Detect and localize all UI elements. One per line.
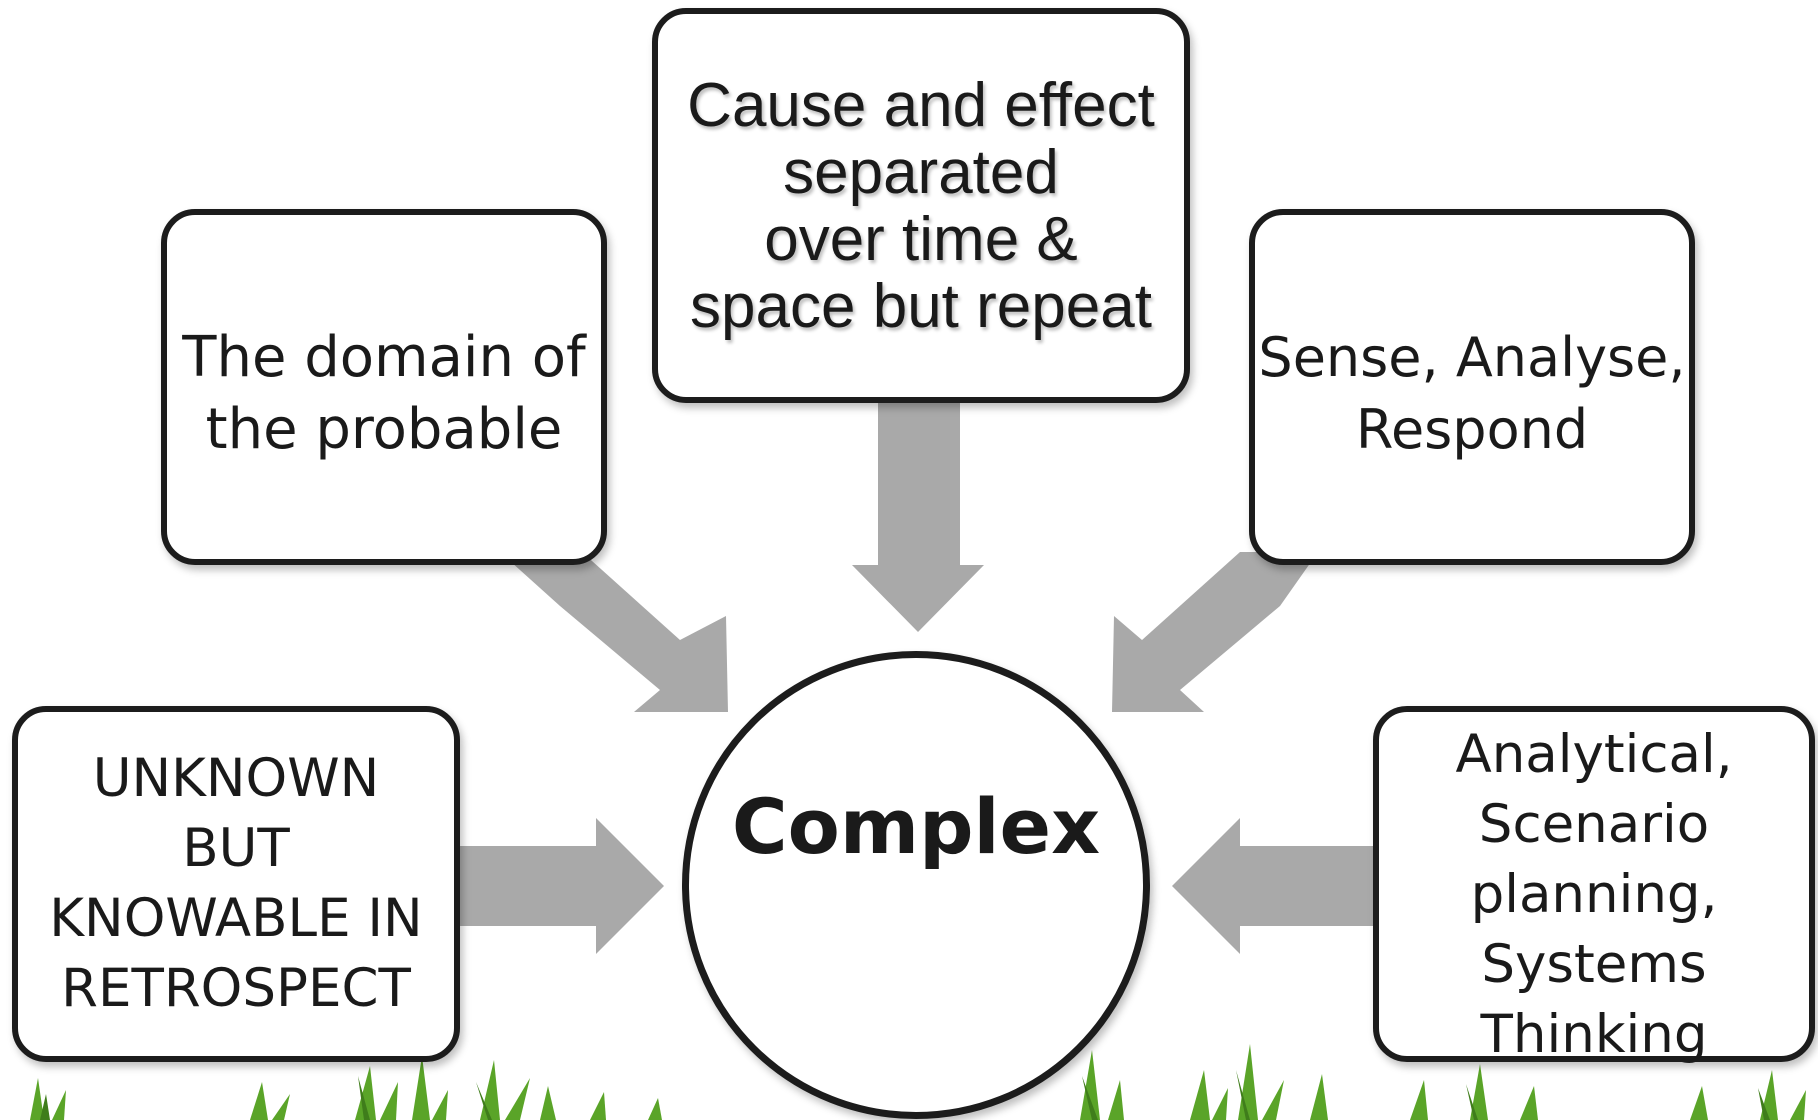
arrow-right-bottom (1172, 818, 1380, 954)
box-left-top-line: The domain of (182, 325, 586, 390)
box-left-bottom-line: KNOWABLE IN (49, 888, 423, 949)
center-label: Complex (731, 781, 1101, 871)
box-domain-of-probable: The domain of the probable (161, 209, 607, 565)
arrow-top (852, 400, 984, 632)
box-right-bottom-line: Scenario (1478, 794, 1710, 855)
box-top-line: space but repeat (690, 272, 1152, 341)
box-right-top-line: Sense, Analyse, (1258, 326, 1686, 389)
box-cause-and-effect: Cause and effect separated over time & s… (652, 8, 1190, 403)
box-left-bottom-line: RETROSPECT (61, 958, 411, 1019)
box-top-line: over time & (764, 205, 1078, 274)
box-top-line: Cause and effect (687, 71, 1155, 140)
arrow-left-bottom (455, 818, 664, 954)
box-top-line: separated (783, 138, 1059, 207)
box-right-bottom-line: Analytical, (1455, 724, 1733, 785)
box-left-bottom-line: UNKNOWN (92, 748, 380, 809)
box-right-top-line: Respond (1355, 398, 1589, 461)
box-unknown-but-knowable: UNKNOWN BUT KNOWABLE IN RETROSPECT (12, 706, 460, 1062)
box-sense-analyse-respond: Sense, Analyse, Respond (1249, 209, 1695, 565)
box-left-top-line: the probable (205, 397, 563, 462)
box-right-bottom-line: Systems (1481, 934, 1707, 995)
box-analytical-scenario: Analytical, Scenario planning, Systems T… (1373, 706, 1815, 1065)
arrow-right-top (1112, 552, 1318, 712)
box-right-bottom-line: Thinking (1480, 1004, 1708, 1065)
box-left-bottom-line: BUT (182, 818, 290, 879)
arrow-left-top (500, 552, 728, 712)
box-right-bottom-line: planning, (1470, 864, 1718, 925)
center-circle-complex: Complex (682, 651, 1150, 1119)
